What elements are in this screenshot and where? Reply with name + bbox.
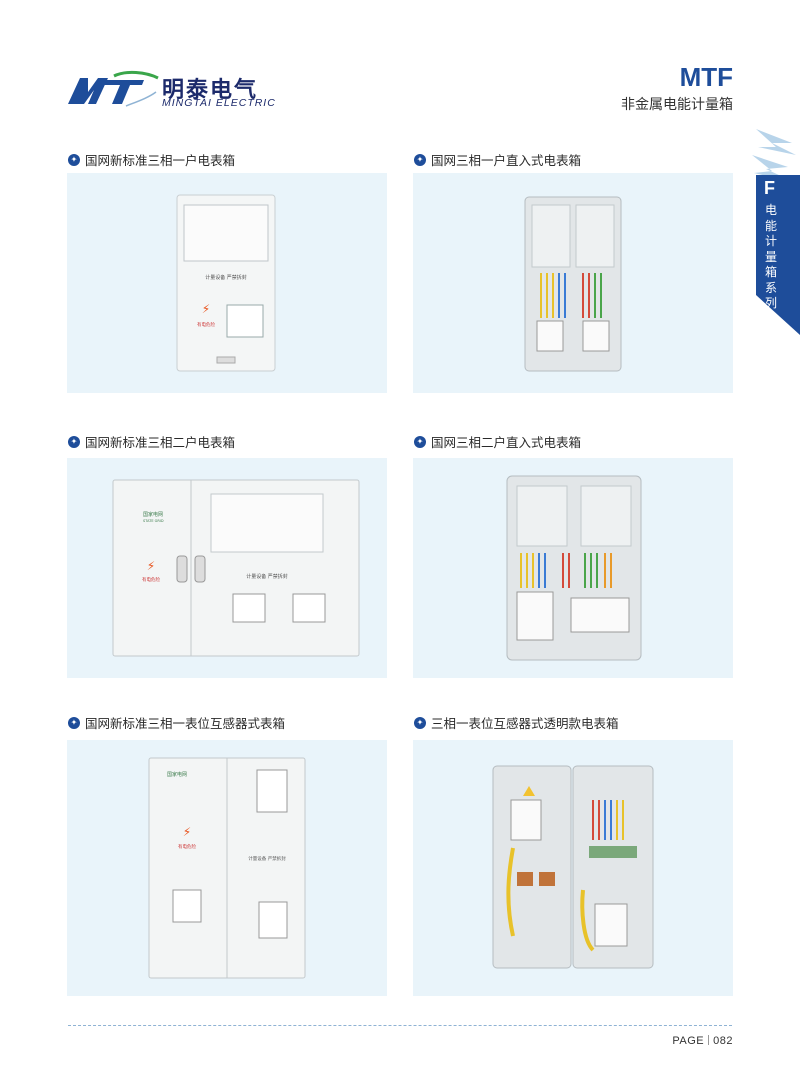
meter-box-2-image [524,196,622,372]
meter-box-1-image: 计量设备 严禁拆封 ⚡ 有电危险 [176,194,276,372]
product-panel-4 [413,458,733,678]
product-title-4-text: 国网三相二户直入式电表箱 [431,435,582,450]
product-title-5-text: 国网新标准三相一表位互感器式表箱 [85,716,286,731]
meter-box-6-image [492,765,654,969]
product-title-1-text: 国网新标准三相一户电表箱 [85,153,236,168]
series-code: MTF [679,62,733,92]
product-title-3: ✦ 国网新标准三相二户电表箱 [68,432,235,451]
star-icon: ✦ [414,153,426,166]
product-panel-2 [413,173,733,393]
brand-logo [68,70,159,107]
meter-box-3-warning: 有电危险 [142,576,160,583]
brand-name-cn: 明泰电气 [162,78,259,103]
product-panel-1: 计量设备 严禁拆封 ⚡ 有电危险 [67,173,387,393]
brand-name-en: MINGTAI ELECTRIC [162,97,276,109]
star-icon: ✦ [414,435,426,448]
lightning-icon: ⚡ [147,559,155,573]
meter-box-3-label: 计量设备 严禁拆封 [246,573,288,580]
side-tab-letter: F [764,178,775,198]
product-title-1: ✦ 国网新标准三相一户电表箱 [68,150,235,169]
meter-box-4-image [506,475,642,661]
product-title-6: ✦ 三相一表位互感器式透明款电表箱 [414,713,619,732]
product-title-4: ✦ 国网三相二户直入式电表箱 [414,432,581,451]
product-panel-5: 国家电网 ⚡ 有电危险 计量设备 严禁拆封 [67,740,387,996]
product-title-2: ✦ 国网三相一户直入式电表箱 [414,150,581,169]
product-title-3-text: 国网新标准三相二户电表箱 [85,435,236,450]
footer-divider [68,1025,732,1026]
meter-box-3-image: 国家电网 STATE GRID ⚡ 有电危险 计量设备 严禁拆封 [112,479,360,657]
meter-box-1-label: 计量设备 严禁拆封 [205,274,247,281]
star-icon: ✦ [68,716,80,729]
side-tab-text: 电能计量箱系列 [765,203,778,310]
state-grid-en: STATE GRID [143,519,164,523]
meter-box-5-warning: 有电危险 [178,843,196,850]
product-title-5: ✦ 国网新标准三相一表位互感器式表箱 [68,713,285,732]
product-panel-3: 国家电网 STATE GRID ⚡ 有电危险 计量设备 严禁拆封 [67,458,387,678]
lightning-icon: ⚡ [202,302,210,316]
meter-box-1-warning: 有电危险 [197,321,215,328]
side-tab [752,129,800,335]
meter-box-5-image: 国家电网 ⚡ 有电危险 计量设备 严禁拆封 [148,757,306,979]
lightning-icon: ⚡ [183,825,191,839]
product-title-6-text: 三相一表位互感器式透明款电表箱 [431,716,619,731]
page-label: PAGE [672,1035,705,1047]
product-title-2-text: 国网三相一户直入式电表箱 [431,153,582,168]
page-separator [708,1035,710,1045]
star-icon: ✦ [68,435,80,448]
product-panel-6 [413,740,733,996]
star-icon: ✦ [68,153,80,166]
page-number: PAGE 082 [672,1035,733,1047]
state-grid-label: 国家电网 [143,511,163,518]
star-icon: ✦ [414,716,426,729]
page-number-value: 082 [713,1035,733,1047]
meter-box-5-label: 计量设备 严禁拆封 [248,855,286,862]
series-name: 非金属电能计量箱 [621,97,733,113]
state-grid-label: 国家电网 [167,771,187,778]
